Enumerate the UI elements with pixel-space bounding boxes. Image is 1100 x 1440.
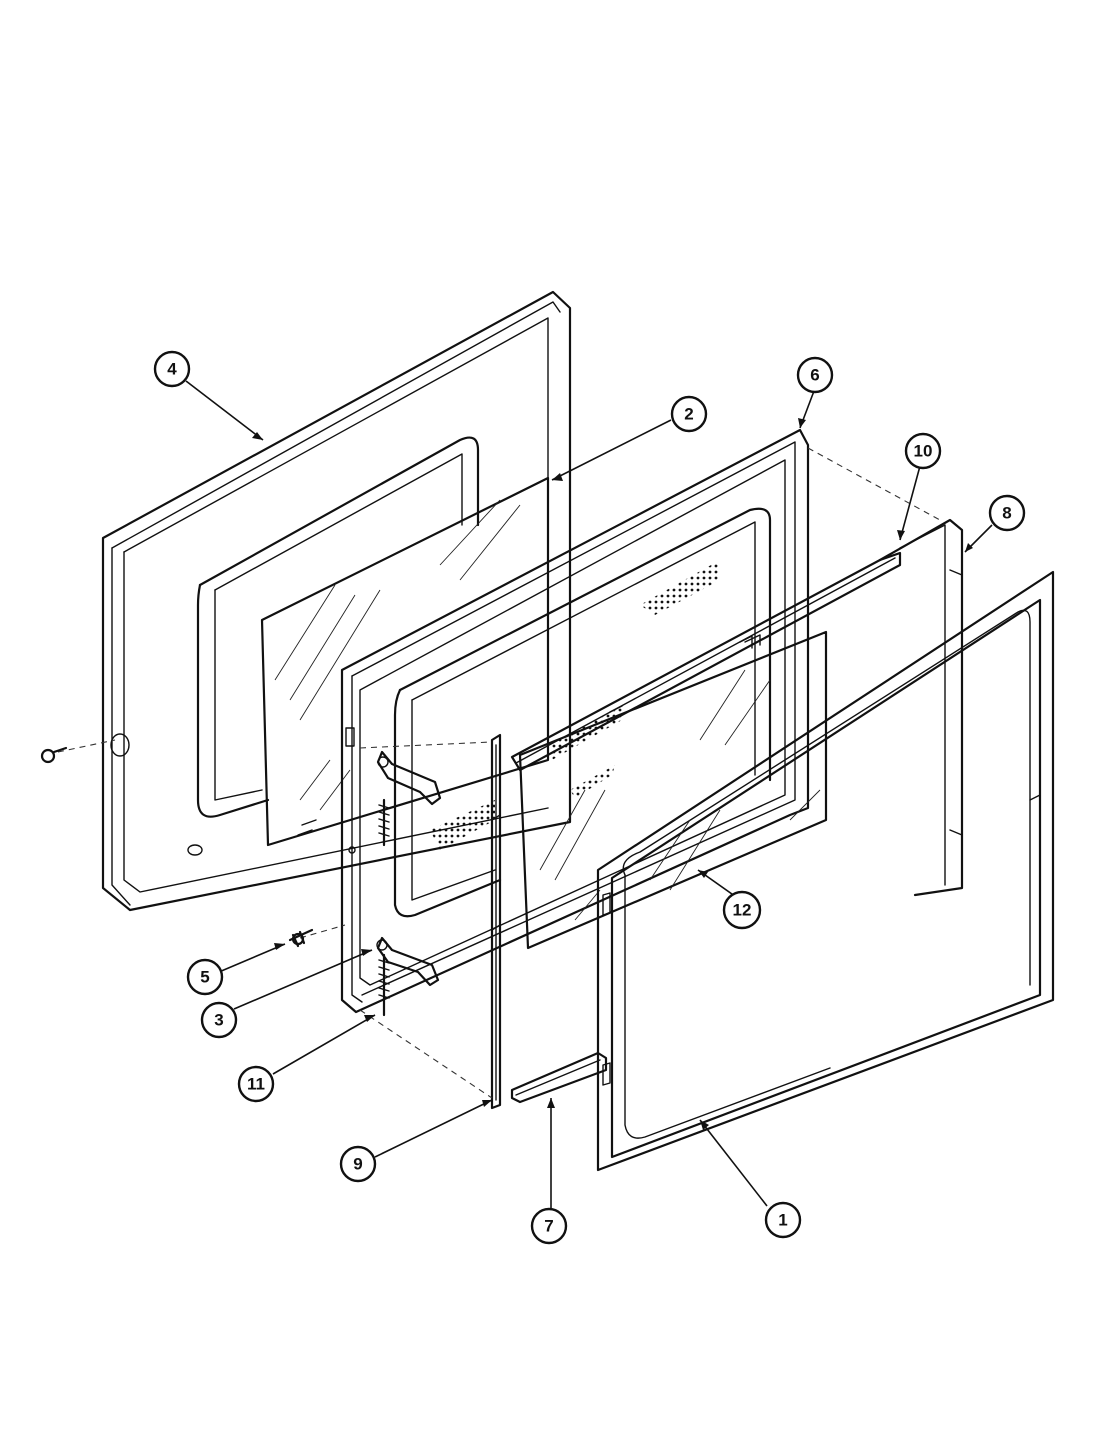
callout-9-label: 9 bbox=[353, 1155, 362, 1174]
glass-panel-part-2 bbox=[260, 476, 550, 847]
callout-8: 8 bbox=[988, 494, 1026, 532]
inner-door-liner-part-6 bbox=[340, 428, 810, 1014]
callout-10: 10 bbox=[904, 432, 942, 470]
callout-3-label: 3 bbox=[214, 1011, 223, 1030]
callout-3: 3 bbox=[200, 1001, 238, 1039]
callout-5: 5 bbox=[186, 958, 224, 996]
outer-door-panel-part-4 bbox=[101, 290, 572, 912]
callout-11-label: 11 bbox=[247, 1075, 265, 1094]
callout-12: 12 bbox=[722, 890, 762, 930]
bottom-channel-part-7 bbox=[510, 1051, 608, 1104]
hinge-part-3 bbox=[376, 750, 442, 987]
callout-2-label: 2 bbox=[684, 405, 693, 424]
screw-part-5 bbox=[288, 928, 314, 948]
callout-12-label: 12 bbox=[733, 901, 752, 920]
alignment-lines bbox=[57, 447, 941, 1099]
callout-5-label: 5 bbox=[200, 968, 209, 987]
callout-1: 1 bbox=[764, 1201, 802, 1239]
callout-1-label: 1 bbox=[778, 1211, 787, 1230]
callout-4-label: 4 bbox=[167, 360, 177, 379]
screw bbox=[40, 746, 68, 764]
front-frame-part-1 bbox=[596, 570, 1055, 1172]
callout-6-label: 6 bbox=[810, 366, 819, 385]
callout-4: 4 bbox=[153, 350, 191, 388]
callout-2: 2 bbox=[670, 395, 708, 433]
callout-10-label: 10 bbox=[914, 442, 933, 461]
door-frame-part-8 bbox=[878, 518, 964, 897]
callout-9: 9 bbox=[339, 1145, 377, 1183]
spring-part-11 bbox=[378, 798, 390, 1017]
top-channel-part-10 bbox=[510, 551, 902, 772]
inner-glass-part-12 bbox=[518, 630, 828, 950]
side-channel-part-9 bbox=[490, 733, 502, 1110]
callout-11: 11 bbox=[237, 1065, 275, 1103]
leader-lines bbox=[185, 380, 993, 1208]
callout-8-label: 8 bbox=[1002, 504, 1011, 523]
callout-6: 6 bbox=[796, 356, 834, 394]
callout-7: 7 bbox=[530, 1207, 568, 1245]
callout-7-label: 7 bbox=[544, 1217, 553, 1236]
